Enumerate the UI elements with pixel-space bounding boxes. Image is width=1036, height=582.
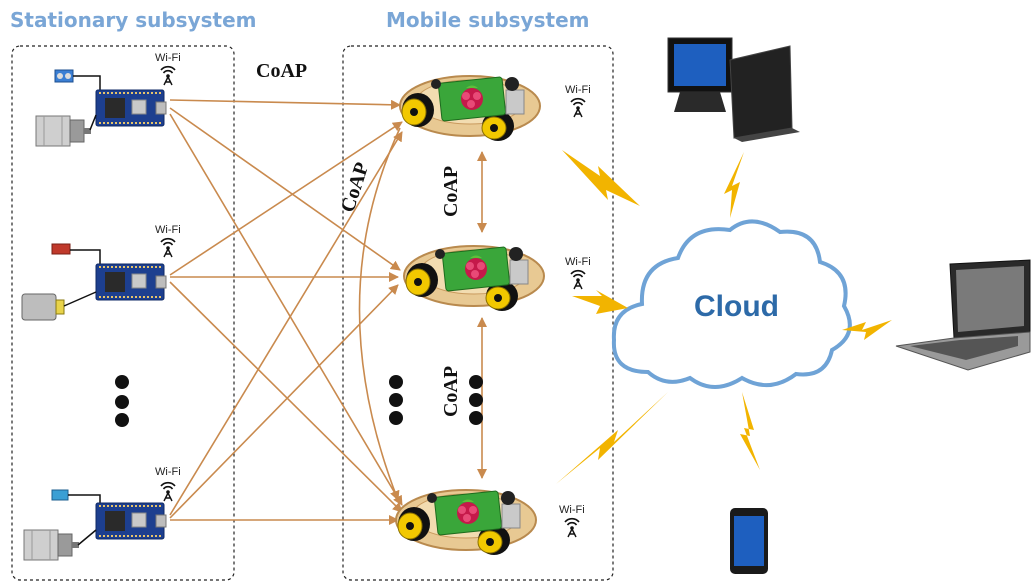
wifi-icon: [160, 481, 176, 502]
mobile-heading: Mobile subsystem: [386, 8, 590, 32]
sensor-node-stepper: [23, 489, 167, 561]
mobile-frame: [342, 45, 614, 581]
mobile-ellipsis-right: [469, 375, 483, 425]
desktop-computer: [667, 37, 800, 142]
wifi-icon: [570, 269, 586, 290]
wifi-icon: [160, 237, 176, 258]
wifi-icon: [570, 97, 586, 118]
wifi-icon: [160, 65, 176, 86]
wifi-label: Wi-Fi: [155, 52, 181, 64]
sensor-node-ultrasonic: [35, 69, 167, 147]
robot-car-2: [403, 245, 545, 312]
mobile-ellipsis-left: [389, 375, 403, 425]
cloud-label: Cloud: [694, 290, 779, 323]
wireless-links: [556, 150, 892, 484]
wifi-label: Wi-Fi: [565, 256, 591, 268]
wifi-label: Wi-Fi: [155, 466, 181, 478]
coap-label-vertical-upper: CoAP: [440, 165, 463, 218]
sensor-node-motor: [21, 243, 167, 321]
stationary-heading: Stationary subsystem: [10, 8, 257, 32]
coap-label-vertical-lower: CoAP: [440, 365, 463, 418]
robot-car-3: [395, 489, 537, 556]
laptop: [895, 259, 1031, 371]
wifi-label: Wi-Fi: [155, 224, 181, 236]
robot-car-1: [399, 75, 541, 142]
cloud-shape: [611, 219, 852, 389]
wifi-label: Wi-Fi: [559, 504, 585, 516]
wifi-label: Wi-Fi: [565, 84, 591, 96]
smartphone: [730, 508, 768, 574]
wifi-icon: [564, 517, 580, 538]
coap-label-top: CoAP: [256, 60, 308, 82]
stationary-ellipsis: [115, 375, 129, 427]
stationary-frame: [11, 45, 235, 581]
coap-arrows: [169, 99, 403, 525]
